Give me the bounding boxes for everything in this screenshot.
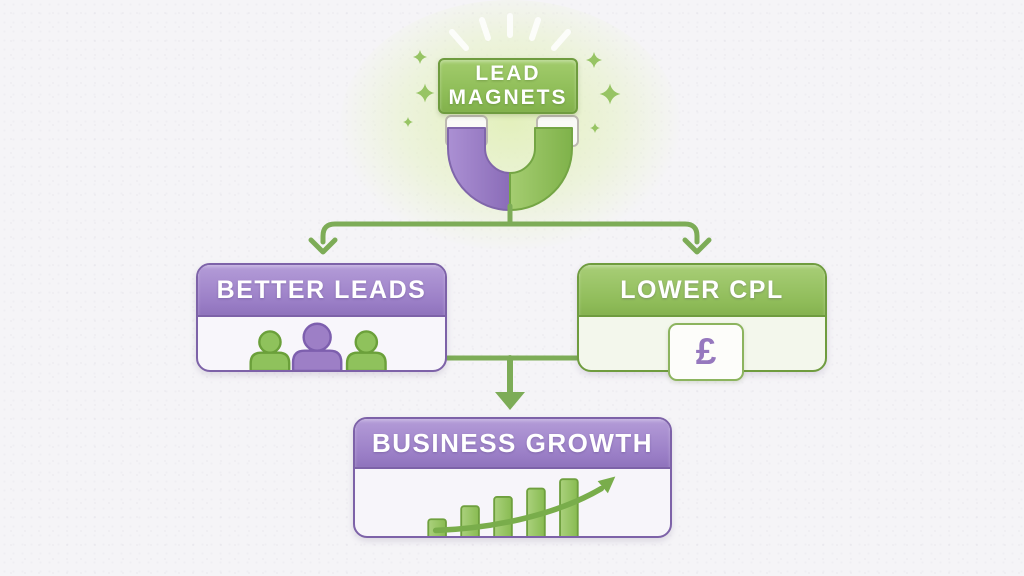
growth-chart-icon	[427, 476, 616, 536]
magnet-left-pole	[447, 127, 511, 211]
growth-arrow	[432, 476, 616, 534]
people-icon	[249, 322, 387, 370]
node-body	[355, 469, 670, 536]
arrow-down-right-icon	[682, 237, 712, 255]
node-header: LOWER CPL	[579, 265, 825, 317]
node-header: BETTER LEADS	[198, 265, 445, 317]
magnet-icon	[445, 115, 579, 211]
node-better-leads: BETTER LEADS	[196, 263, 447, 372]
sparkle-icon	[413, 50, 427, 64]
node-header: BUSINESS GROWTH	[355, 419, 670, 469]
sparkle-icon	[415, 83, 435, 103]
connector-merge	[444, 355, 580, 410]
node-body	[198, 317, 445, 370]
magnet-right-pole	[509, 127, 573, 211]
node-business-growth: BUSINESS GROWTH	[353, 417, 672, 538]
node-better-leads-label: BETTER LEADS	[216, 275, 427, 304]
rays-icon	[449, 13, 571, 51]
node-lower-cpl-label: LOWER CPL	[620, 275, 784, 304]
connector-branch	[308, 203, 712, 255]
pound-icon: £	[695, 331, 717, 372]
arrow-down-icon	[495, 392, 525, 410]
lead-magnets-sign: LEAD MAGNETS	[438, 58, 578, 114]
lead-magnets-line1: LEAD	[475, 62, 541, 85]
lead-magnets-line2: MAGNETS	[448, 86, 568, 109]
sparkle-icon	[590, 123, 600, 133]
sparkle-icon	[599, 83, 621, 105]
pound-card: £	[668, 323, 744, 381]
node-business-growth-label: BUSINESS GROWTH	[371, 427, 654, 458]
growth-bar	[460, 505, 480, 536]
sparkle-icon	[403, 117, 413, 127]
growth-bar	[493, 495, 513, 536]
sparkle-icon	[586, 52, 602, 68]
arrow-down-left-icon	[308, 237, 338, 255]
